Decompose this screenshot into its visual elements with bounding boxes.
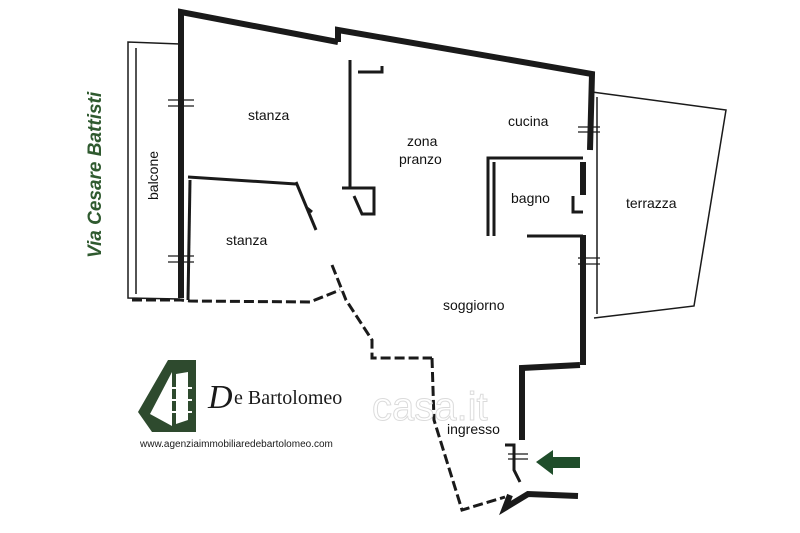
terrazza-area: [591, 91, 727, 319]
interior-walls: [186, 60, 583, 483]
arrow-left-icon: [536, 450, 580, 475]
room-label-terrazza: terrazza: [626, 195, 677, 211]
room-label-ingresso: ingresso: [447, 421, 500, 437]
window-marks: [168, 99, 600, 460]
logo-url: www.agenziaimmobiliaredebartolomeo.com: [139, 439, 333, 450]
room-label-pranzo: pranzo: [399, 151, 442, 167]
room-label-balcone: balcone: [145, 151, 161, 200]
dashed-walls: [132, 264, 506, 512]
street-label: Via Cesare Battisti: [85, 91, 106, 258]
room-label-zona: zona: [407, 133, 438, 149]
exterior-walls: [178, 8, 596, 516]
logo-brand-name: e Bartolomeo: [234, 387, 342, 409]
logo-brand-initial: D: [207, 379, 233, 416]
company-logo: D e Bartolomeo www.agenziaimmobiliaredeb…: [138, 360, 342, 450]
room-label-stanza-top: stanza: [248, 107, 289, 123]
building-logo-icon: [138, 360, 196, 432]
watermark: casa.it: [372, 385, 488, 429]
room-label-soggiorno: soggiorno: [443, 297, 505, 313]
room-label-bagno: bagno: [511, 190, 550, 206]
room-label-cucina: cucina: [508, 113, 549, 129]
room-label-stanza-bottom: stanza: [226, 232, 267, 248]
